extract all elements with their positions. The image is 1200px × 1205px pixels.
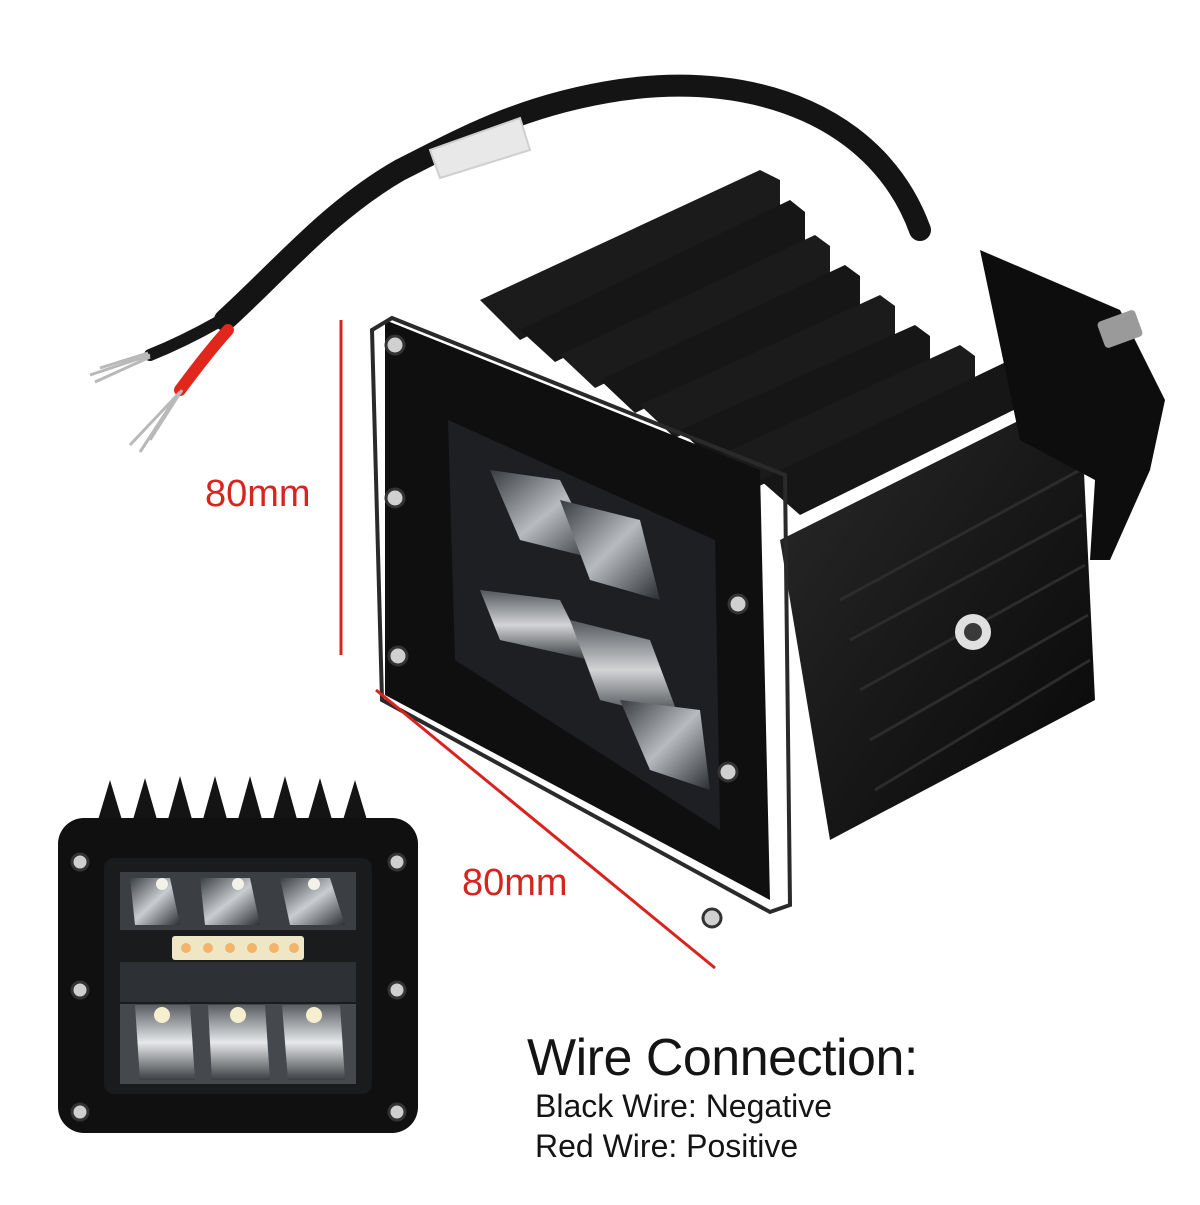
front-view-light [58,776,418,1133]
red-wire-note: Red Wire: Positive [535,1128,799,1164]
height-dimension-label: 80mm [205,473,311,515]
width-dimension-line [375,688,716,970]
black-wire-note: Black Wire: Negative [535,1088,832,1124]
width-dimension-label: 80mm [462,862,568,904]
lens-reflectors [480,470,710,790]
power-cable [89,74,931,453]
mount-bolt-icon [955,310,1143,650]
wire-connection-title: Wire Connection: [527,1029,918,1087]
heatsink-fins [480,170,1030,515]
main-light-body [369,170,1165,929]
bezel-screws [384,334,749,929]
